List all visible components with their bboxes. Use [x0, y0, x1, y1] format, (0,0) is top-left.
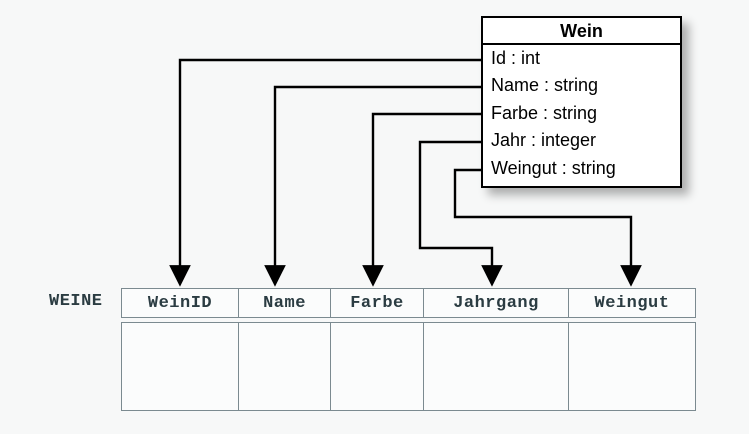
column-header-weinid[interactable]: WeinID	[122, 289, 239, 317]
table-cell-jahrgang[interactable]	[424, 323, 569, 410]
relational-table-weine[interactable]: WeinID Name Farbe Jahrgang Weingut	[121, 288, 696, 411]
class-attribute-name: Name : string	[491, 75, 599, 96]
uml-class-box-wein[interactable]: Wein Id : int Name : string Farbe : stri…	[481, 16, 682, 188]
connector-name-to-name	[264, 85, 481, 287]
connector-weingut-to-weingut	[453, 168, 642, 287]
table-cell-weingut[interactable]	[569, 323, 695, 410]
class-attribute-farbe: Farbe : string	[491, 102, 598, 123]
class-attribute-list: Id : int Name : string Farbe : string Ja…	[483, 45, 680, 182]
table-row	[121, 322, 696, 411]
column-header-name[interactable]: Name	[239, 289, 331, 317]
column-header-jahrgang[interactable]: Jahrgang	[424, 289, 569, 317]
class-name: Wein	[483, 18, 680, 45]
column-header-farbe[interactable]: Farbe	[331, 289, 424, 317]
connector-farbe-to-farbe	[362, 112, 481, 287]
table-header-row: WeinID Name Farbe Jahrgang Weingut	[121, 288, 696, 318]
table-cell-name[interactable]	[239, 323, 331, 410]
class-attribute-id: Id : int	[491, 48, 541, 68]
class-attribute-weingut: Weingut : string	[491, 157, 616, 178]
table-cell-weinid[interactable]	[122, 323, 239, 410]
relation-name-label: WEINE	[49, 292, 103, 311]
connector-id-to-weinid	[169, 58, 481, 287]
table-cell-farbe[interactable]	[331, 323, 424, 410]
column-header-weingut[interactable]: Weingut	[594, 293, 670, 313]
connector-jahr-to-jahrgang	[418, 140, 503, 287]
class-attribute-jahr: Jahr : integer	[491, 130, 597, 151]
